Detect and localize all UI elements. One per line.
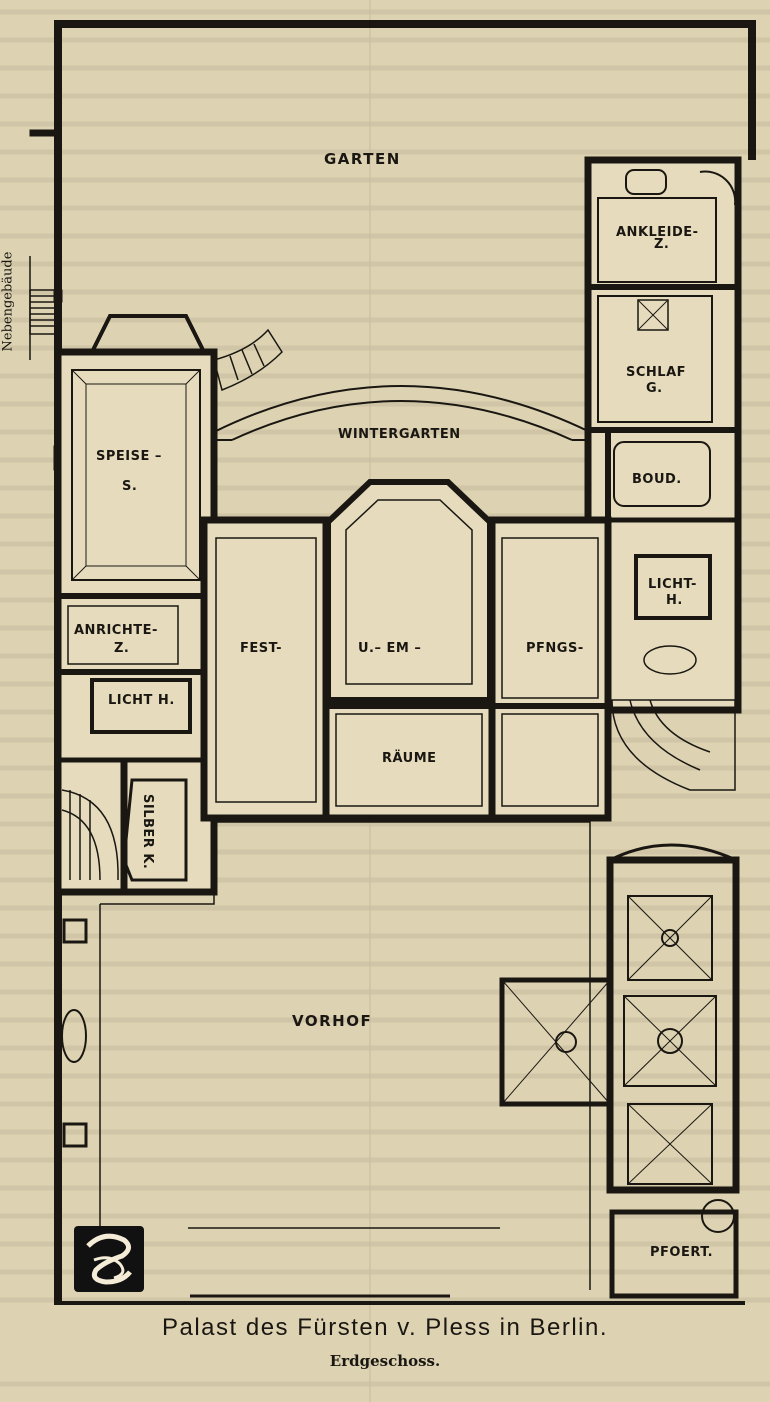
octagonal-hall	[325, 479, 493, 703]
label-pantry-1: ANRICHTE-	[74, 623, 158, 638]
label-dressing-2: Z.	[654, 237, 669, 252]
dressing-room	[597, 197, 717, 283]
garden-stair	[213, 328, 283, 392]
label-dining-2: S.	[122, 479, 137, 494]
light-shaft-right	[634, 554, 712, 620]
stair-left	[61, 789, 119, 881]
spiral-stair-top	[699, 170, 737, 206]
publisher-monogram-icon	[74, 1226, 144, 1292]
boudoir	[613, 441, 711, 507]
label-dining-1: SPEISE –	[96, 449, 162, 464]
label-light-shaft-right-1: LICHT-	[648, 577, 697, 592]
stair-right	[611, 645, 736, 791]
label-wintergarden: WINTERGARTEN	[338, 427, 461, 442]
label-light-shaft-left: LICHT H.	[108, 693, 175, 708]
label-boudoir: BOUD.	[632, 472, 682, 487]
neighbour-stair	[29, 256, 57, 360]
label-bedroom-2: G.	[646, 381, 663, 396]
plan-title: Palast des Fürsten v. Pless in Berlin.	[161, 1314, 609, 1341]
label-raeume: RÄUME	[382, 750, 437, 766]
left-wing	[54, 348, 218, 896]
hall-right-upper	[501, 537, 599, 699]
label-dressing-1: ANKLEIDE-	[616, 225, 699, 240]
light-shaft-left	[90, 678, 192, 734]
label-pfngs: PFNGS-	[526, 641, 584, 656]
dining-room	[71, 369, 201, 581]
label-porter: PFOERT.	[650, 1245, 713, 1260]
plan-subtitle: Erdgeschoss.	[329, 1352, 441, 1370]
vestibules	[606, 843, 740, 1194]
dining-bay	[90, 314, 206, 353]
pantry	[67, 605, 179, 665]
label-silver-room: SILBER K.	[140, 794, 155, 869]
label-forecourt: VORHOF	[292, 1012, 372, 1030]
winter-garden	[213, 385, 591, 441]
label-fest: FEST-	[240, 641, 282, 656]
bathtub	[625, 169, 667, 195]
label-bedroom-1: SCHLAF	[626, 365, 686, 380]
entrance-porch	[499, 977, 613, 1107]
porter-spiral-stair	[701, 1199, 735, 1233]
label-pantry-2: Z.	[114, 641, 129, 656]
bedroom	[597, 295, 713, 423]
porter-room	[609, 1209, 739, 1299]
label-uem: U.– EM –	[358, 641, 421, 656]
hall-right-lower	[501, 713, 599, 807]
hall-centre-lower	[335, 713, 483, 807]
label-light-shaft-right-2: H.	[666, 593, 683, 608]
silver-room	[122, 778, 188, 882]
label-garden: GARTEN	[324, 150, 401, 168]
bed-icon	[637, 299, 669, 331]
hall-left	[215, 537, 317, 803]
side-label-neighbour-building: Nebengebäude	[0, 251, 16, 352]
